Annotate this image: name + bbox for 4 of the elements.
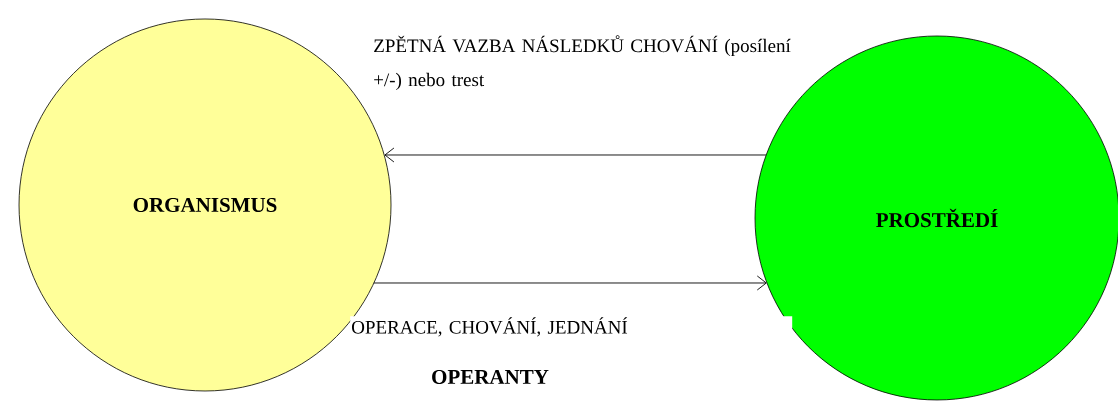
arrow (384, 147, 767, 163)
edge-label: OPERACE, CHOVÁNÍ, JEDNÁNÍ (350, 316, 793, 338)
bold-label: OPERANTY (432, 369, 549, 385)
arrow (373, 275, 767, 291)
